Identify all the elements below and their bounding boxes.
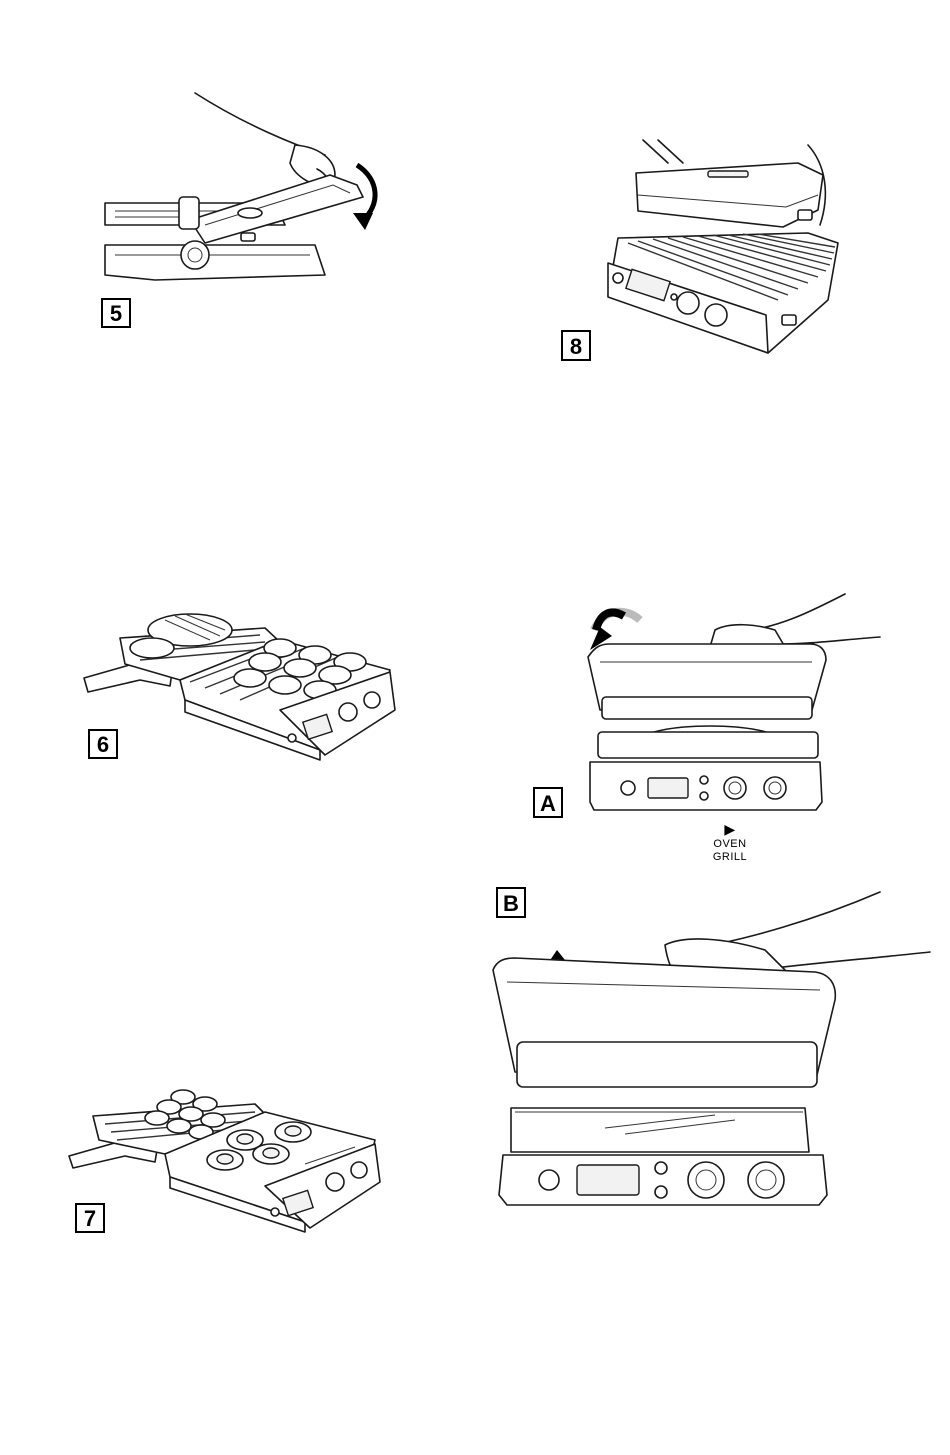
figure-a-close-lid (580, 592, 885, 817)
figure-5-remove-plate (95, 85, 395, 300)
step-8-label: 8 (561, 330, 591, 361)
step-8-number: 8 (563, 336, 589, 358)
oven-label: OVEN (700, 838, 760, 851)
figure-8-remove-top-plate (598, 135, 848, 360)
play-triangle-icon: ▶ (700, 820, 760, 838)
step-7-number: 7 (77, 1208, 103, 1230)
figure-7-griddle-eggs (65, 1082, 395, 1232)
grill-label: GRILL (700, 851, 760, 864)
figure-b-open-lid (485, 890, 935, 1210)
oven-grill-button-legend: ▶ OVEN GRILL (700, 820, 760, 864)
step-6-number: 6 (90, 734, 116, 756)
step-6-label: 6 (88, 729, 118, 759)
step-5-label: 5 (101, 298, 131, 328)
step-a-letter: A (535, 793, 561, 815)
step-7-label: 7 (75, 1203, 105, 1233)
step-5-number: 5 (103, 303, 129, 325)
step-a-label: A (533, 787, 563, 818)
figure-6-grill-open-flat (80, 600, 400, 760)
